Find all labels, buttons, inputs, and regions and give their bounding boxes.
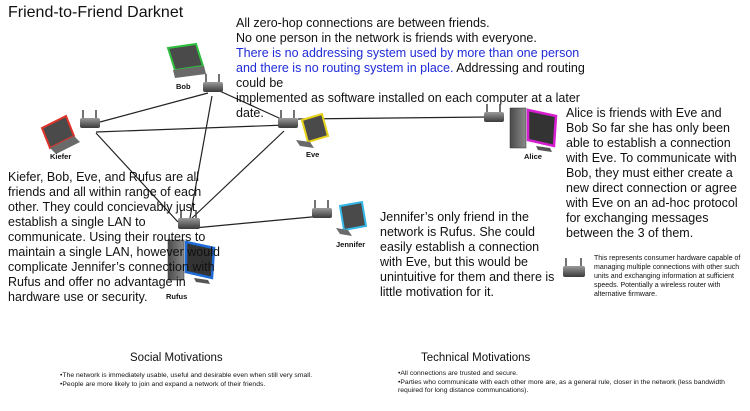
node-label-jennifer: Jennifer bbox=[336, 240, 366, 249]
alice-desktop-icon bbox=[509, 107, 558, 152]
node-label-eve: Eve bbox=[306, 150, 320, 159]
kiefer-description: Kiefer, Bob, Eve, and Rufus are all frie… bbox=[8, 170, 220, 304]
social-bullet: People are more likely to join and expan… bbox=[60, 381, 380, 390]
link-eve-alice bbox=[297, 116, 489, 120]
link-bob-kiefer bbox=[99, 92, 209, 123]
rufus-router-icon bbox=[178, 210, 200, 229]
bob-laptop-icon bbox=[166, 42, 206, 78]
link-bob-eve bbox=[212, 87, 291, 124]
link-jennifer-rufus bbox=[193, 215, 323, 229]
link-kiefer-eve bbox=[95, 124, 287, 133]
top-line-4: implemented as software installed on eac… bbox=[236, 91, 580, 120]
eve-laptop-icon bbox=[296, 112, 330, 148]
diagram-title: Friend-to-Friend Darknet bbox=[8, 4, 184, 21]
top-line-3: and there is no routing system in place.… bbox=[236, 61, 611, 91]
top-blue-line-1: There is no addressing system used by mo… bbox=[236, 46, 580, 60]
bob-router-icon bbox=[203, 74, 223, 92]
social-bullet: The network is immediately usable, usefu… bbox=[60, 372, 380, 381]
rufus-desktop-icon bbox=[167, 239, 216, 284]
node-label-kiefer: Kiefer bbox=[50, 152, 72, 161]
jennifer-description: Jennifer’s only friend in the network is… bbox=[380, 210, 555, 299]
link-bob-rufus bbox=[189, 95, 213, 219]
connection-lines bbox=[95, 87, 489, 229]
top-description: All zero-hop connections are between fri… bbox=[236, 16, 611, 121]
technical-motivations-list: All connections are trusted and secure. … bbox=[398, 370, 748, 396]
node-label-bob: Bob bbox=[176, 82, 191, 91]
social-motivations-title: Social Motivations bbox=[130, 352, 223, 364]
jennifer-laptop-icon bbox=[336, 200, 368, 236]
top-line-1: All zero-hop connections are between fri… bbox=[236, 16, 490, 30]
legend-router-icon bbox=[563, 258, 585, 277]
node-label-rufus: Rufus bbox=[166, 292, 188, 301]
link-kiefer-rufus bbox=[95, 132, 179, 223]
alice-description: Alice is friends with Eve and Bob So far… bbox=[566, 106, 738, 240]
top-line-3-tail: Addressing and routing could be bbox=[236, 61, 585, 90]
link-eve-rufus bbox=[189, 130, 285, 221]
top-line-2: No one person in the network is friends … bbox=[236, 31, 537, 45]
kiefer-laptop-icon bbox=[40, 114, 80, 154]
social-motivations-list: The network is immediately usable, usefu… bbox=[60, 372, 380, 389]
eve-router-icon bbox=[278, 110, 298, 128]
node-label-alice: Alice bbox=[524, 152, 542, 161]
technical-motivations-title: Technical Motivations bbox=[421, 352, 531, 364]
alice-router-icon bbox=[484, 104, 504, 122]
technical-bullet: All connections are trusted and secure. bbox=[398, 370, 748, 379]
kiefer-router-icon bbox=[80, 110, 100, 128]
jennifer-router-icon bbox=[312, 200, 332, 218]
legend-description: This represents consumer hardware capabl… bbox=[594, 255, 741, 298]
technical-bullet: Parties who communicate with each other … bbox=[398, 379, 748, 396]
top-blue-line-2: and there is no routing system in place. bbox=[236, 61, 454, 75]
